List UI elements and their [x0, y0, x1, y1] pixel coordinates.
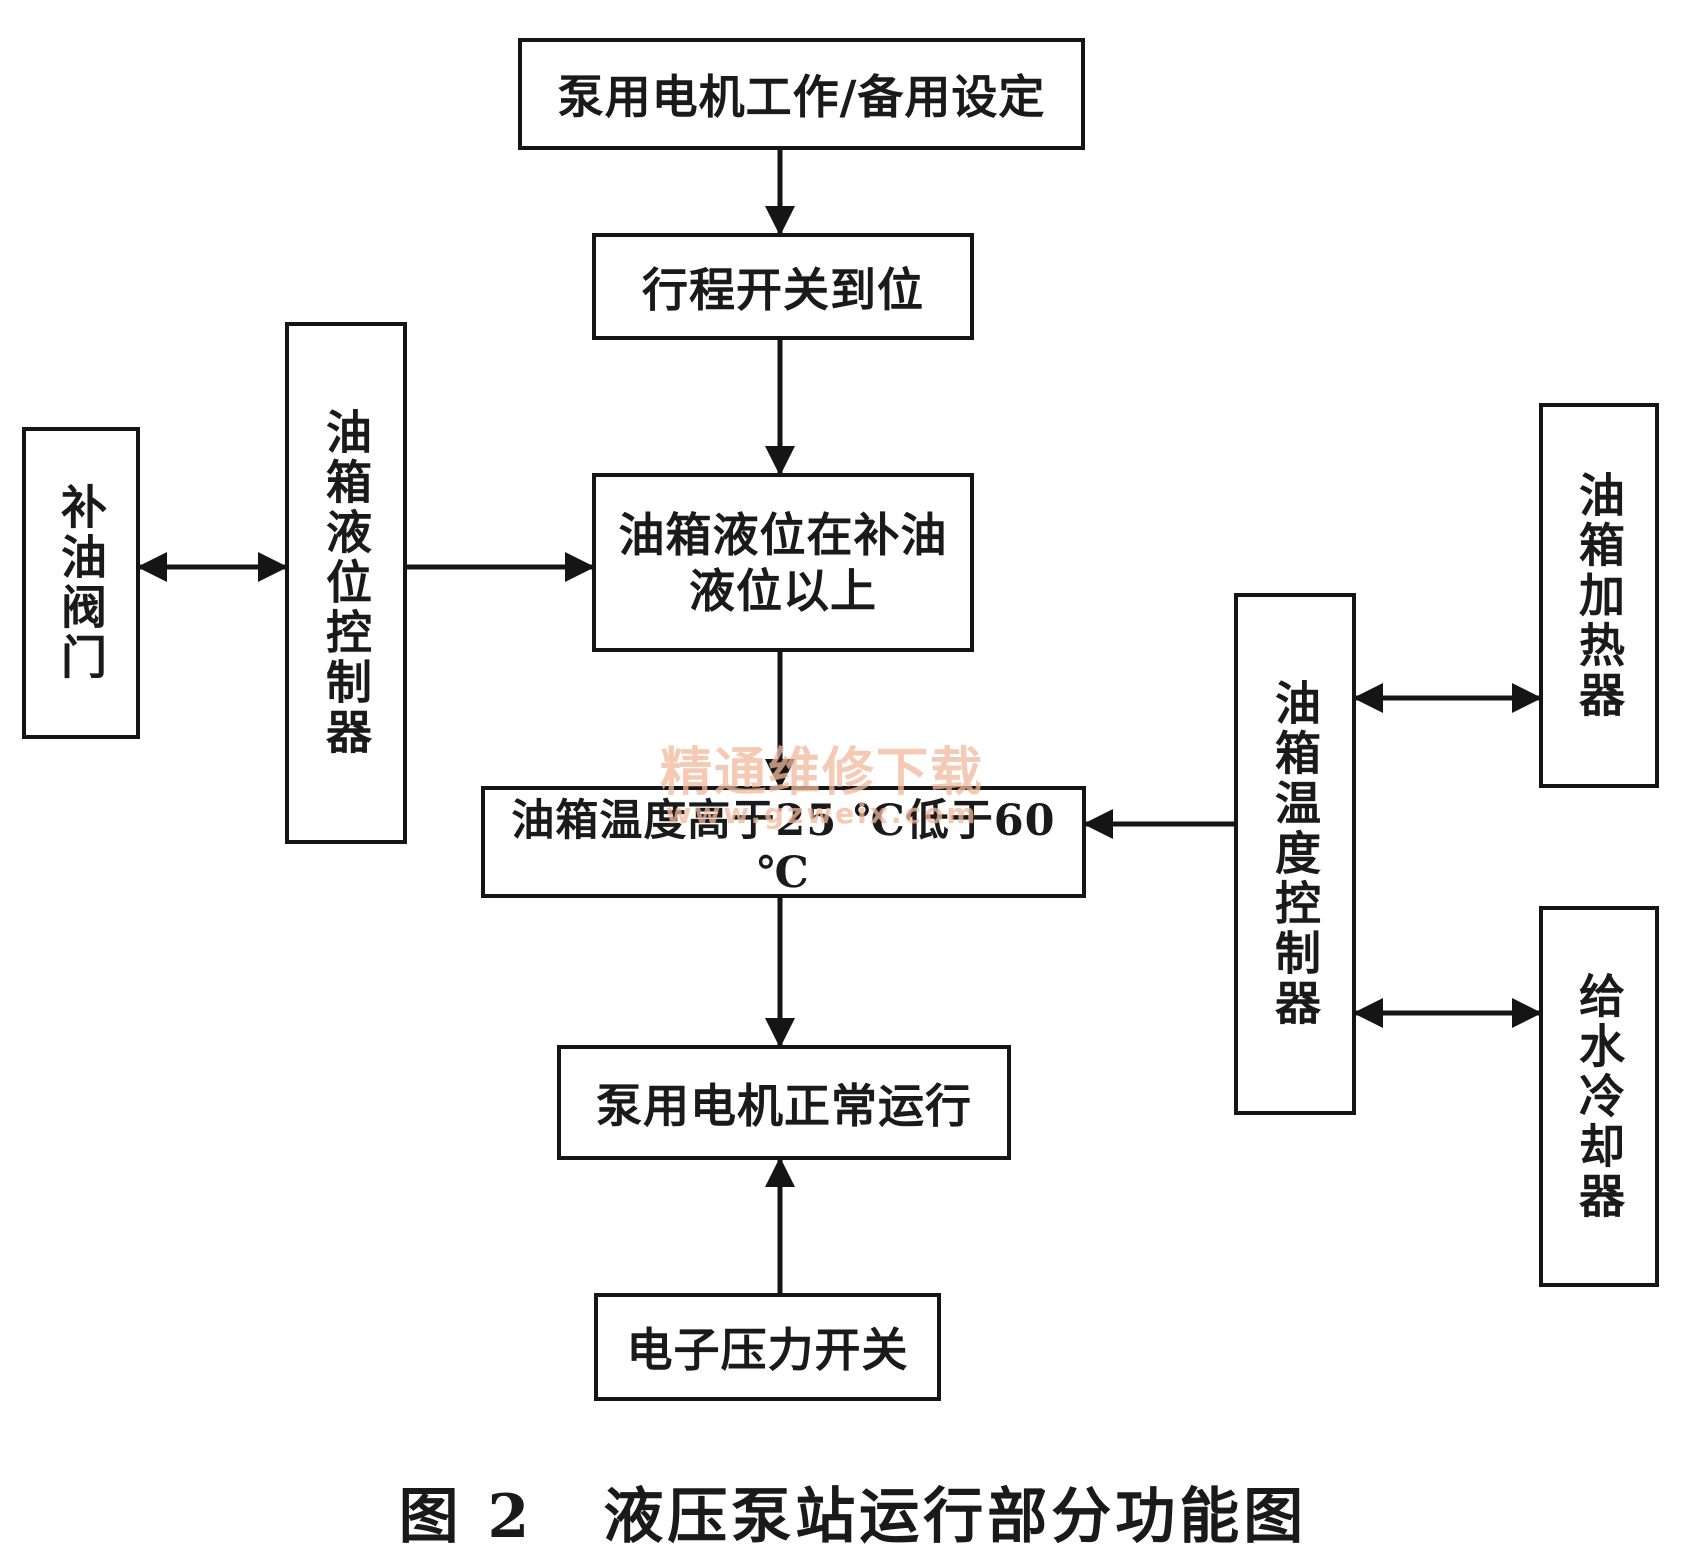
- watermark-text: 精通维修下载: [660, 743, 985, 803]
- oil-temp-label: 油箱温度高于25 ℃低于60 ℃: [511, 796, 1056, 898]
- figure-title: 液压泵站运行部分功能图: [603, 1482, 1308, 1552]
- level-controller-box: 油箱液位控制器: [285, 322, 407, 844]
- travel-switch-label: 行程开关到位: [642, 262, 924, 317]
- water-cooler-box: 给水冷却器: [1539, 906, 1659, 1287]
- temp-controller-label: 油箱温度控制器: [1268, 679, 1322, 1029]
- oil-temp-box: 油箱温度高于25 ℃低于60 ℃: [481, 786, 1086, 898]
- travel-switch-box: 行程开关到位: [592, 233, 974, 340]
- level-controller-label: 油箱液位控制器: [319, 408, 373, 758]
- temp-controller-box: 油箱温度控制器: [1234, 593, 1356, 1115]
- heater-label: 油箱加热器: [1572, 470, 1626, 721]
- oil-level-box: 油箱液位在补油 液位以上: [592, 473, 974, 652]
- pressure-switch-box: 电子压力开关: [594, 1293, 941, 1401]
- figure-number: 图 2: [398, 1482, 534, 1552]
- motor-running-box: 泵用电机正常运行: [557, 1045, 1011, 1160]
- refill-valve-box: 补油阀门: [22, 427, 140, 739]
- motor-running-label: 泵用电机正常运行: [596, 1078, 972, 1133]
- motor-setting-label: 泵用电机工作/备用设定: [557, 70, 1046, 124]
- refill-valve-label: 补油阀门: [54, 483, 108, 683]
- figure-caption: 图 2 液压泵站运行部分功能图: [0, 1468, 1706, 1555]
- watermark-url: www.gzweix.com: [665, 797, 979, 830]
- oil-level-label-line2: 液位以上: [689, 563, 877, 618]
- heater-box: 油箱加热器: [1539, 403, 1659, 788]
- oil-level-label-line1: 油箱液位在补油: [618, 507, 948, 562]
- watermark: 精通维修下载 www.gzweix.com: [660, 730, 984, 830]
- pressure-switch-label: 电子压力开关: [626, 1323, 909, 1377]
- water-cooler-label: 给水冷却器: [1572, 971, 1626, 1222]
- motor-setting-box: 泵用电机工作/备用设定: [518, 38, 1085, 150]
